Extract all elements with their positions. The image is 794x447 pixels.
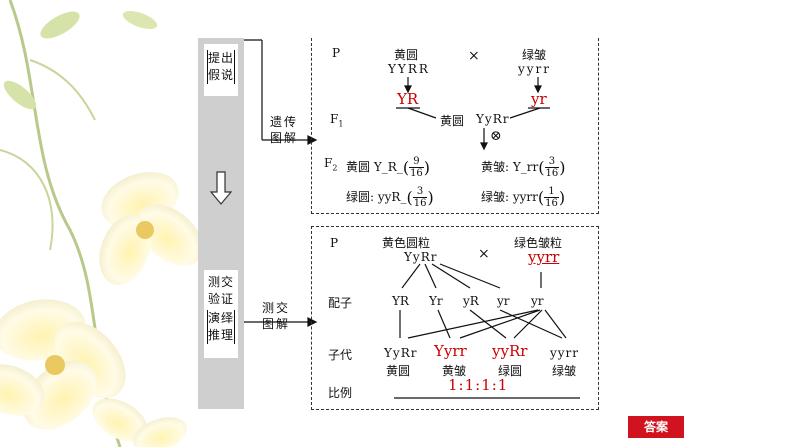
- gamete-yr-lower: yr: [531, 90, 547, 108]
- genetic-diagram-label-line1: 遗传: [270, 115, 299, 129]
- offspring-genotype-4: yyrr: [550, 346, 580, 360]
- p-label-2: P: [330, 236, 339, 250]
- gamete-row-label: 配子: [328, 296, 353, 310]
- step-hypothesis-line1: 提出: [208, 51, 235, 65]
- ratio-value: 1:1:1:1: [448, 376, 509, 394]
- offspring-genotype-1: YyRr: [384, 346, 418, 360]
- parent2-genotype: yyrr: [518, 62, 552, 76]
- offspring-phenotype-4: 绿皱: [552, 364, 577, 378]
- testcross-diagram-label-line1: 测交: [262, 301, 291, 315]
- parent1-genotype: YYRR: [388, 62, 430, 76]
- offspring-phenotype-1: 黄圆: [386, 364, 411, 378]
- gamete-yr-3: yR: [463, 294, 479, 308]
- testcross-diagram-label-line2: 图解: [262, 317, 291, 331]
- answer-button[interactable]: 答案: [628, 416, 684, 438]
- testcross-parent1-phenotype: 黄色圆粒: [382, 236, 431, 250]
- f1-genotype: YyRr: [476, 112, 510, 126]
- step-hypothesis: 提出 假说: [204, 44, 238, 96]
- step-deduction-line2: 推理: [208, 328, 235, 342]
- gamete-yr-4: yr: [497, 294, 510, 308]
- gamete-yr-recessive: yr: [531, 294, 544, 308]
- testcross-parent2-phenotype: 绿色皱粒: [514, 236, 563, 250]
- selfing-icon: ⊗: [490, 128, 502, 144]
- step-verification-line1: 测交: [207, 275, 234, 289]
- f1-label: F1: [330, 112, 344, 129]
- offspring-phenotype-2: 黄皱: [442, 364, 467, 378]
- down-arrow-icon: [209, 171, 233, 205]
- offspring-genotype-2: Yyrr: [434, 342, 467, 360]
- testcross-cross-symbol: ×: [478, 246, 490, 262]
- cross-symbol: ×: [468, 48, 480, 64]
- testcross-parent1-genotype: YyRr: [404, 250, 438, 264]
- testcross-parent2-genotype: yyrr: [528, 248, 560, 266]
- offspring-row-label: 子代: [328, 348, 353, 362]
- parent1-phenotype: 黄圆: [394, 48, 419, 62]
- offspring-genotype-3: yyRr: [492, 342, 528, 360]
- testcross-diagram-label: 测交 图解: [262, 300, 290, 332]
- parent2-phenotype: 绿皱: [522, 48, 547, 62]
- gamete-yr-1: YR: [392, 294, 409, 308]
- f2-label: F2: [324, 156, 338, 173]
- step-verification-line2: 验证: [207, 292, 234, 306]
- genetic-diagram-label-line2: 图解: [270, 131, 299, 145]
- step-verification: 测交 验证 演绎 推理: [204, 270, 238, 358]
- ratio-row-label: 比例: [328, 386, 353, 400]
- panel-dihybrid-cross: [311, 38, 599, 214]
- p-label: P: [332, 46, 341, 60]
- offspring-phenotype-3: 绿圆: [498, 364, 523, 378]
- step-deduction-line1: 演绎: [208, 311, 235, 325]
- f1-phenotype: 黄圆: [440, 114, 465, 128]
- genetic-diagram-label: 遗传 图解: [270, 114, 298, 146]
- gamete-yr-2: Yr: [429, 294, 443, 308]
- gamete-yr-upper: YR: [397, 90, 419, 108]
- step-hypothesis-line2: 假说: [208, 68, 235, 82]
- panel-testcross: [311, 226, 599, 410]
